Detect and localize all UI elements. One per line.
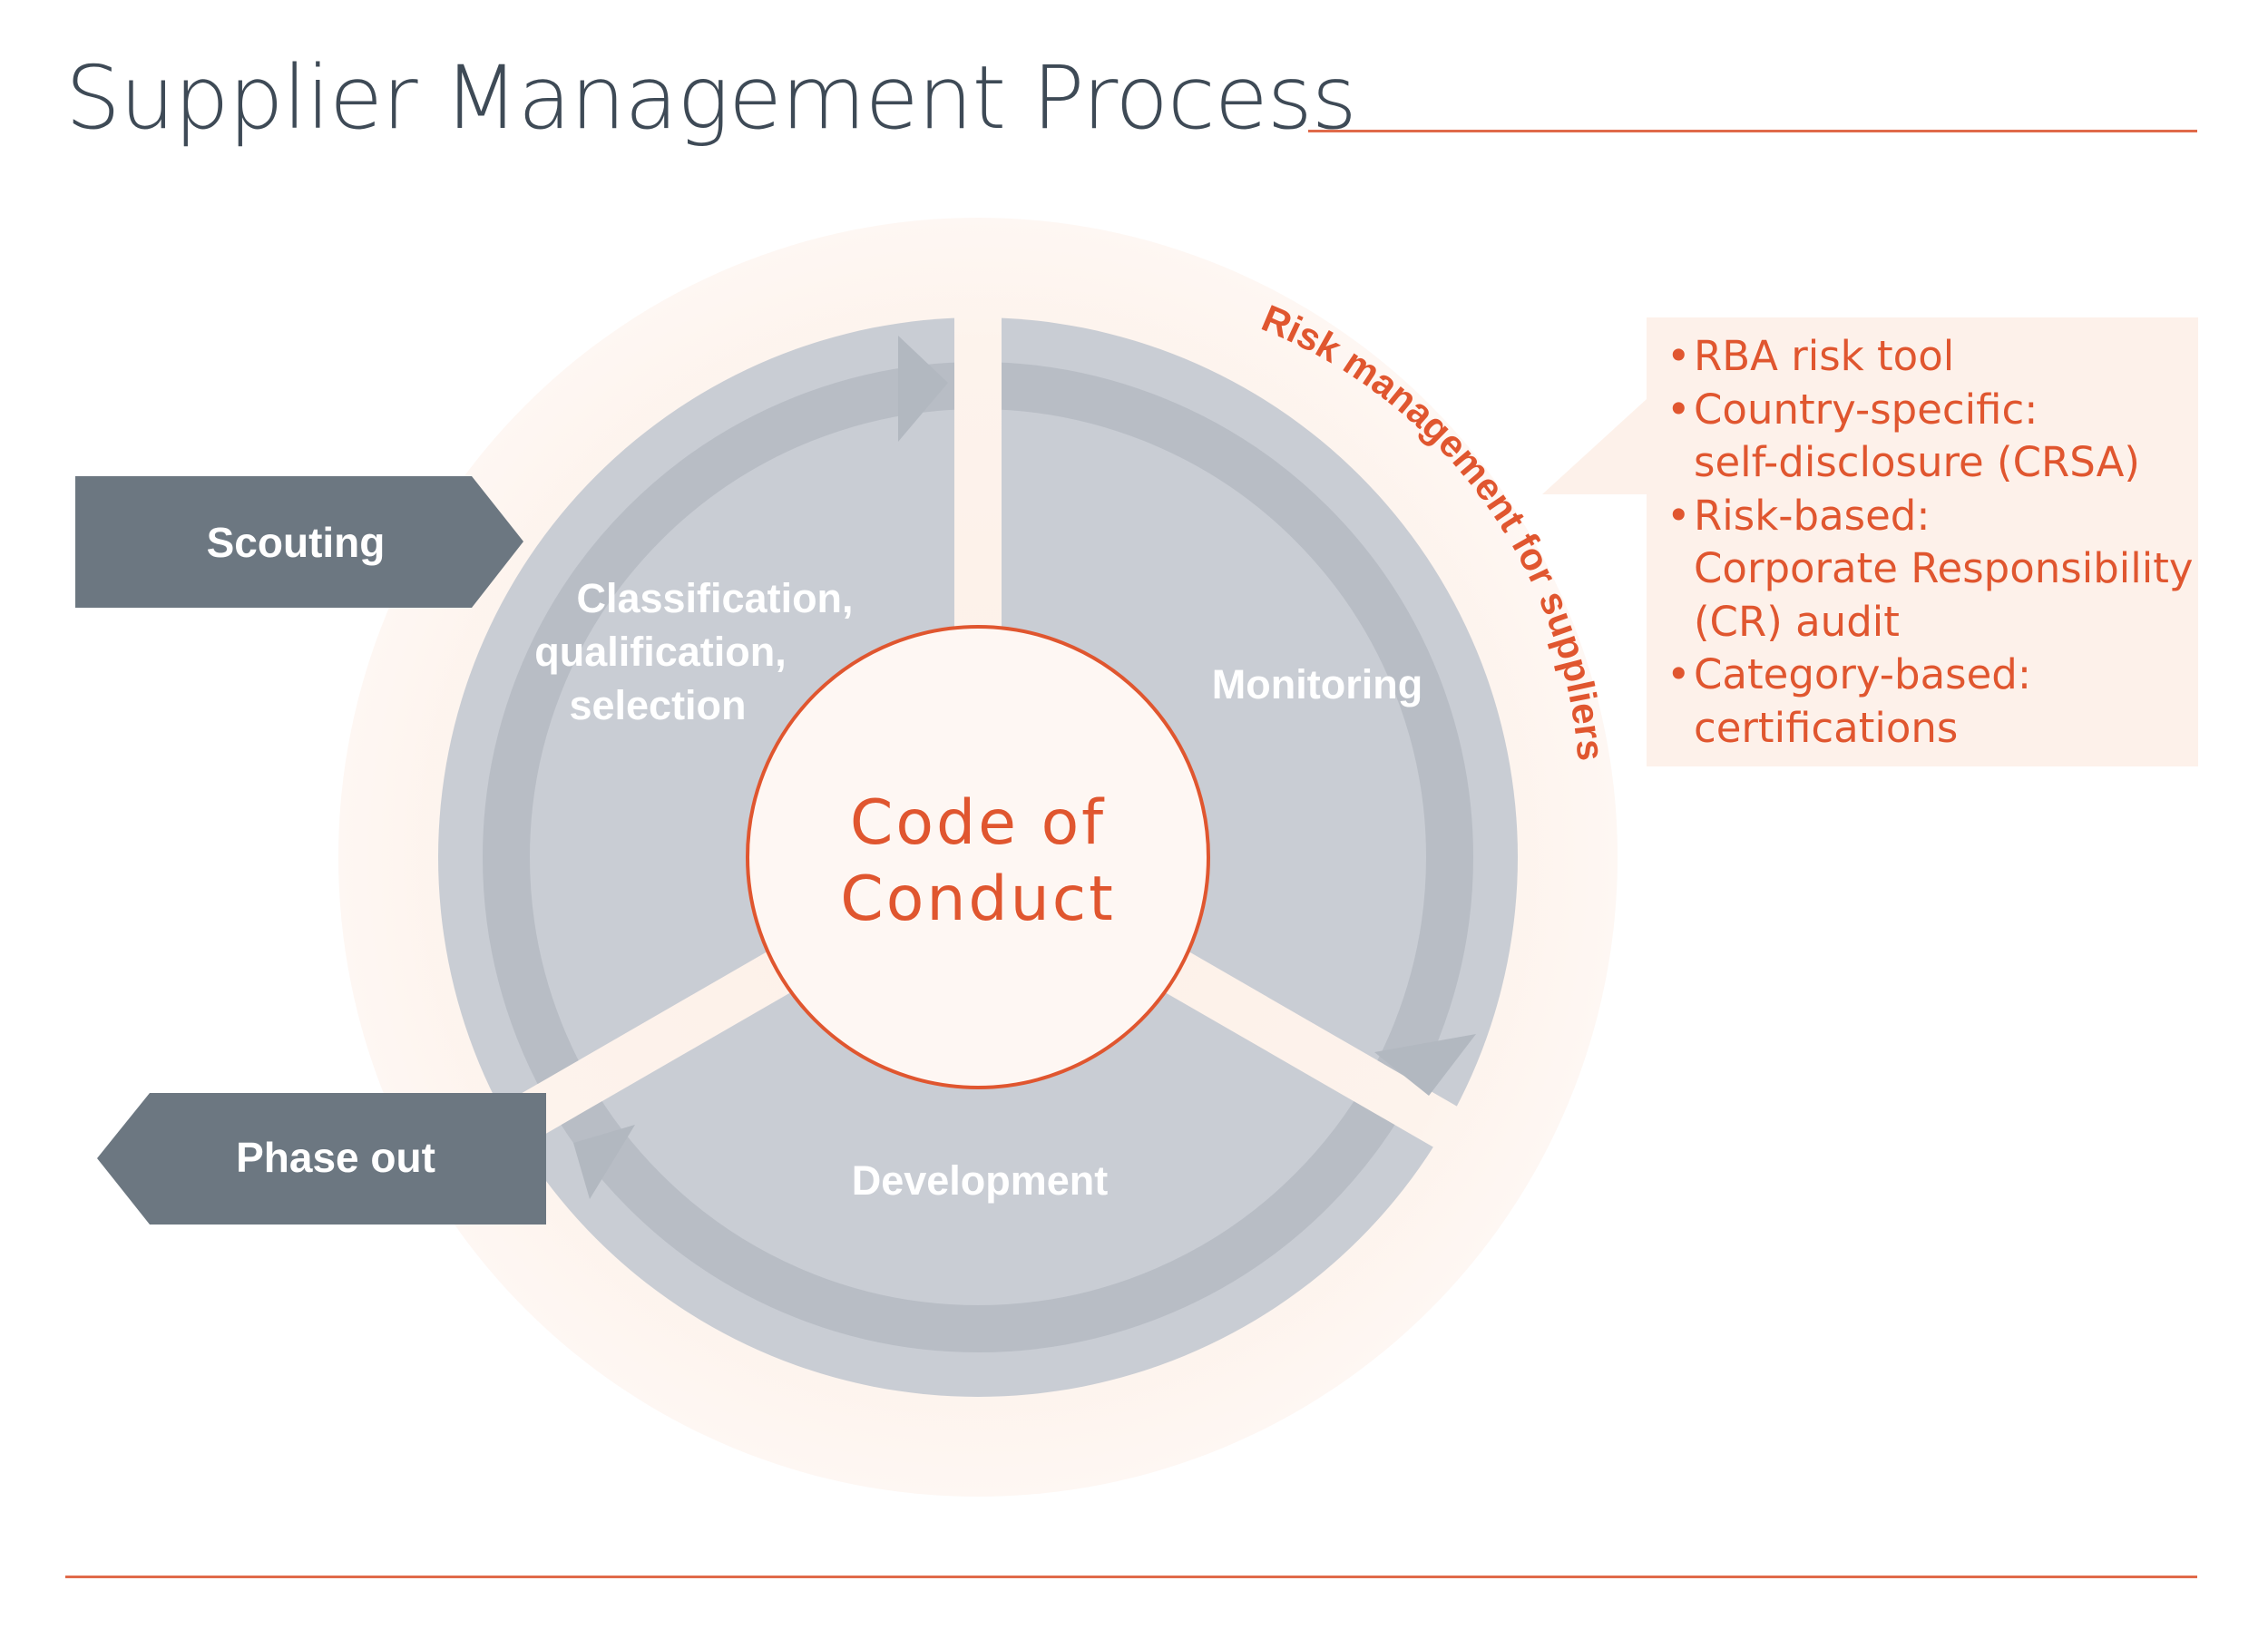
list-item-text: RBA risk tool [1694,332,1955,380]
classification-label-line2: qualification, [534,629,787,675]
callout-pointer [1542,399,1647,494]
cycle-flow-arrows [483,362,1473,1352]
scouting-label: Scouting [207,519,386,566]
code-of-conduct-circle [746,625,1210,1089]
list-item: Risk-based: Corporate Responsibility (CR… [1667,490,2194,649]
development-label: Development [852,1157,1109,1204]
classification-label-line1: Classification, [576,575,853,621]
list-item-text: certifications [1694,703,1959,752]
flow-arrowhead-left-icon [573,1125,635,1199]
flow-arrowhead-right-icon [1374,1034,1476,1096]
scouting-arrow [75,476,523,608]
list-item-text: Country-specific: [1694,385,2038,434]
classification-label-line3: selection [569,682,746,728]
risk-tools-box: RBA risk tool Country-specific: self-dis… [1647,317,2198,766]
list-item: Category-based: certifications [1667,649,2189,755]
list-item-text: (CR) audit [1694,597,1900,646]
list-item: Country-specific: self-disclosure (CRSA) [1667,384,2189,490]
center-label-line2: Conduct [840,864,1116,935]
center-label-line1: Code of [850,787,1106,859]
list-item-text: self-disclosure (CRSA) [1694,438,2140,486]
phase-out-arrow [97,1093,546,1225]
title-divider [1308,130,2197,132]
flow-ring [483,362,1473,1352]
bottom-divider [65,1576,2197,1578]
list-item-text: Corporate Responsibility [1694,544,2194,592]
list-item-text: Risk-based: [1694,491,1931,540]
risk-tools-list: RBA risk tool Country-specific: self-dis… [1667,330,2194,755]
list-item: RBA risk tool [1667,330,2189,384]
page-title: Supplier Management Process [65,47,1357,149]
monitoring-label: Monitoring [1212,661,1422,707]
list-item-text: Category-based: [1694,650,2031,698]
flow-arrowhead-top-icon [898,336,948,442]
phase-out-label: Phase out [236,1134,435,1181]
